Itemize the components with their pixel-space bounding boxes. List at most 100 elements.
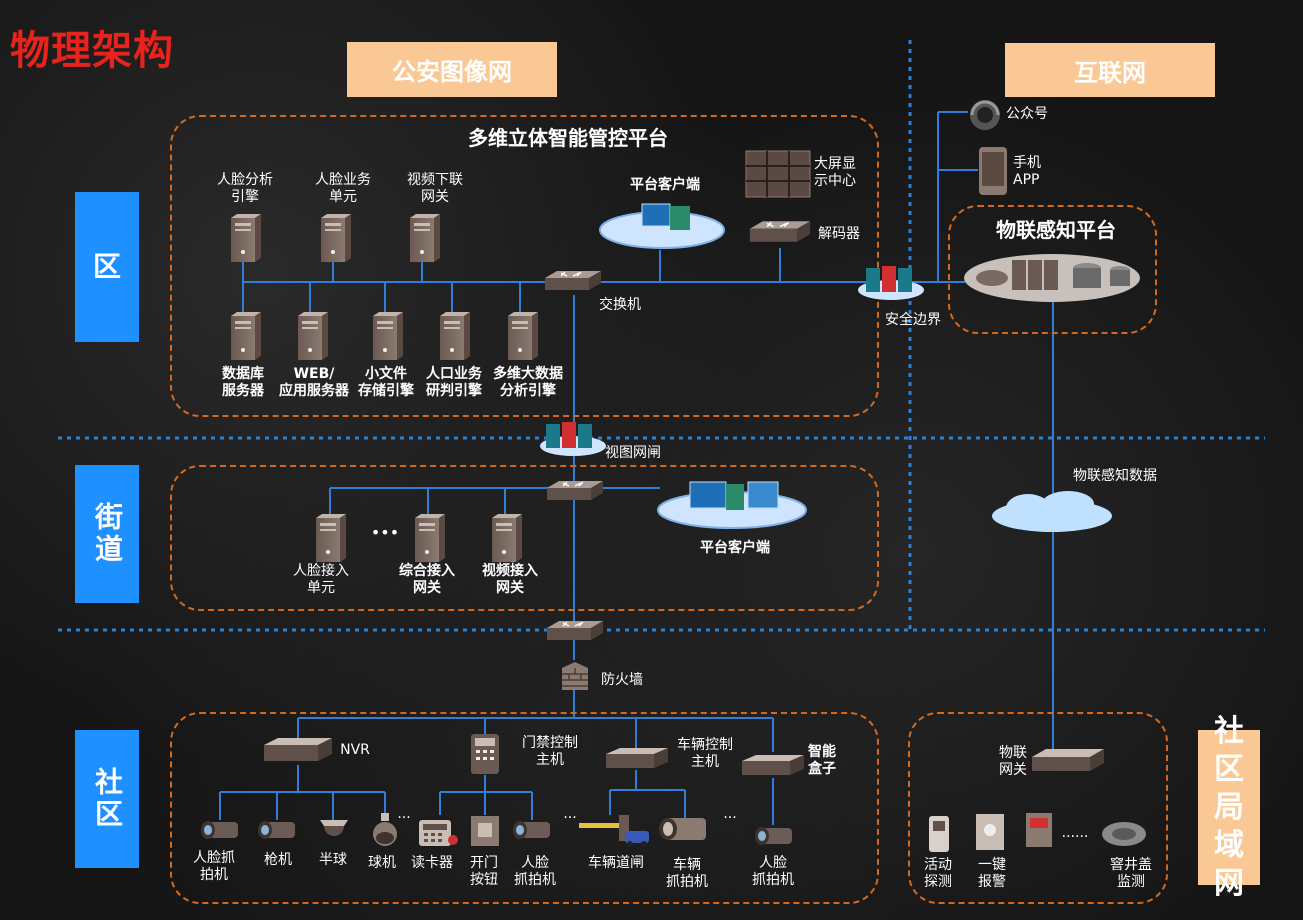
label-dome-ball: 球机 — [368, 855, 396, 871]
label-line: 一键 — [978, 857, 1006, 873]
label-ellipsis: ••• — [370, 523, 400, 542]
face-capture-camera-icon — [198, 816, 242, 844]
label-small-file: 小文件存储引擎 — [350, 366, 422, 400]
label-line: 人脸分析 — [217, 172, 273, 188]
lan-char: 域 — [1214, 827, 1244, 863]
label-line: 主机 — [536, 752, 564, 768]
label-dome-half: 半球 — [319, 852, 347, 868]
label-line: 视频下联 — [407, 172, 463, 188]
label-face-business: 人脸业务单元 — [308, 172, 378, 206]
label-bullet-cam: 枪机 — [264, 852, 292, 868]
label-face-engine: 人脸分析引擎 — [210, 172, 280, 206]
label-manhole: 窨井盖监测 — [1100, 857, 1162, 891]
label-bigdata: 多维大数据分析引擎 — [488, 366, 568, 400]
label-access-ctrl: 门禁控制主机 — [515, 735, 585, 769]
label-street-client: 平台客户端 — [700, 540, 770, 556]
label-video-gate: 视图网闸 — [605, 445, 661, 461]
label-dots: ... — [563, 806, 577, 822]
label-face-access: 人脸接入单元 — [285, 563, 357, 597]
label-line: 物联 — [999, 745, 1027, 761]
zone-street-label: 街道 — [91, 502, 124, 566]
server-icon — [227, 212, 263, 264]
label-vehicle-ctrl: 车辆控制主机 — [670, 737, 740, 771]
label-line: WEB/ — [293, 366, 335, 382]
label-vehicle-capture: 车辆抓拍机 — [657, 857, 717, 891]
decoder-icon — [745, 218, 815, 246]
server-icon — [294, 310, 330, 362]
label-line: 视频接入 — [482, 563, 538, 579]
label-line: 示中心 — [814, 173, 856, 189]
label-line: 窨井盖 — [1110, 857, 1152, 873]
district-platform-box — [170, 115, 879, 417]
label-vehicle-gate: 车辆道闸 — [588, 855, 644, 871]
label-line: 引擎 — [231, 189, 259, 205]
label-platform-client: 平台客户端 — [630, 177, 700, 193]
label-line: 抓拍机 — [514, 872, 556, 888]
community-lan-box — [908, 712, 1168, 904]
label-dots2: ...... — [1061, 825, 1089, 841]
label-line: 门禁控制 — [522, 735, 578, 751]
zone-community-label: 社区 — [91, 767, 124, 831]
label-line: 服务器 — [222, 383, 264, 399]
label-door-button: 开门按钮 — [464, 855, 504, 889]
server-icon — [436, 310, 472, 362]
server-icon — [317, 212, 353, 264]
switch-icon — [543, 268, 603, 294]
label-nvr: NVR — [340, 742, 370, 758]
lan-char: 局 — [1214, 789, 1244, 825]
security-border-icon — [858, 266, 924, 300]
switch-icon — [545, 478, 605, 504]
iot-platform-box — [948, 205, 1157, 334]
label-line: 智能 — [808, 744, 836, 760]
label-face-capture3: 人脸抓拍机 — [745, 855, 801, 889]
label-line: 单元 — [329, 189, 357, 205]
access-control-icon — [471, 734, 499, 774]
label-line: 网关 — [496, 580, 524, 596]
label-card-reader: 读卡器 — [411, 855, 453, 871]
label-dots: ... — [723, 806, 737, 822]
label-line: 人脸 — [759, 855, 787, 871]
label-sos: 一键报警 — [972, 857, 1012, 891]
label-activity-detect: 活动探测 — [915, 857, 961, 891]
label-face-capture2: 人脸抓拍机 — [507, 855, 563, 889]
label-line: 小文件 — [365, 366, 407, 382]
police-network-header: 公安图像网 — [347, 42, 557, 97]
sensor-device-icon — [1026, 813, 1052, 847]
internet-header: 互联网 — [1005, 43, 1215, 97]
label-wechat: 公众号 — [1006, 106, 1048, 122]
label-line: 应用服务器 — [279, 383, 349, 399]
label-line: 网关 — [999, 762, 1027, 778]
label-line: 活动 — [924, 857, 952, 873]
label-line: 人脸抓 — [193, 850, 235, 866]
label-big-screen: 大屏显示中心 — [814, 156, 868, 190]
nvr-icon — [264, 738, 332, 761]
server-icon — [406, 212, 442, 264]
card-reader-icon — [419, 820, 458, 846]
face-capture-camera-icon — [752, 822, 796, 850]
switch-icon — [545, 618, 605, 644]
face-capture-camera-icon — [510, 816, 554, 844]
label-line: 按钮 — [470, 872, 498, 888]
label-line: 研判引擎 — [426, 383, 482, 399]
label-web-server: WEB/应用服务器 — [270, 366, 358, 400]
manhole-sensor-icon — [1102, 822, 1146, 846]
server-icon — [411, 512, 447, 564]
platform-client-icon — [599, 203, 725, 249]
sos-button-icon — [976, 814, 1004, 850]
activity-sensor-icon — [929, 816, 949, 852]
label-video-access: 视频接入网关 — [474, 563, 546, 597]
label-line: 探测 — [924, 874, 952, 890]
platform-title: 多维立体智能管控平台 — [468, 126, 668, 150]
vehicle-gate-icon — [579, 815, 649, 847]
label-line: 盒子 — [808, 761, 836, 777]
label-line: 人脸 — [521, 855, 549, 871]
community-box — [170, 712, 879, 904]
label-line: 多维大数据 — [493, 366, 563, 382]
label-line: 开门 — [470, 855, 498, 871]
lan-char: 社 — [1214, 713, 1244, 749]
label-line: 主机 — [691, 754, 719, 770]
mobile-app-icon — [979, 147, 1007, 195]
label-line: 手机 — [1013, 155, 1041, 171]
label-line: 大屏显 — [814, 156, 856, 172]
